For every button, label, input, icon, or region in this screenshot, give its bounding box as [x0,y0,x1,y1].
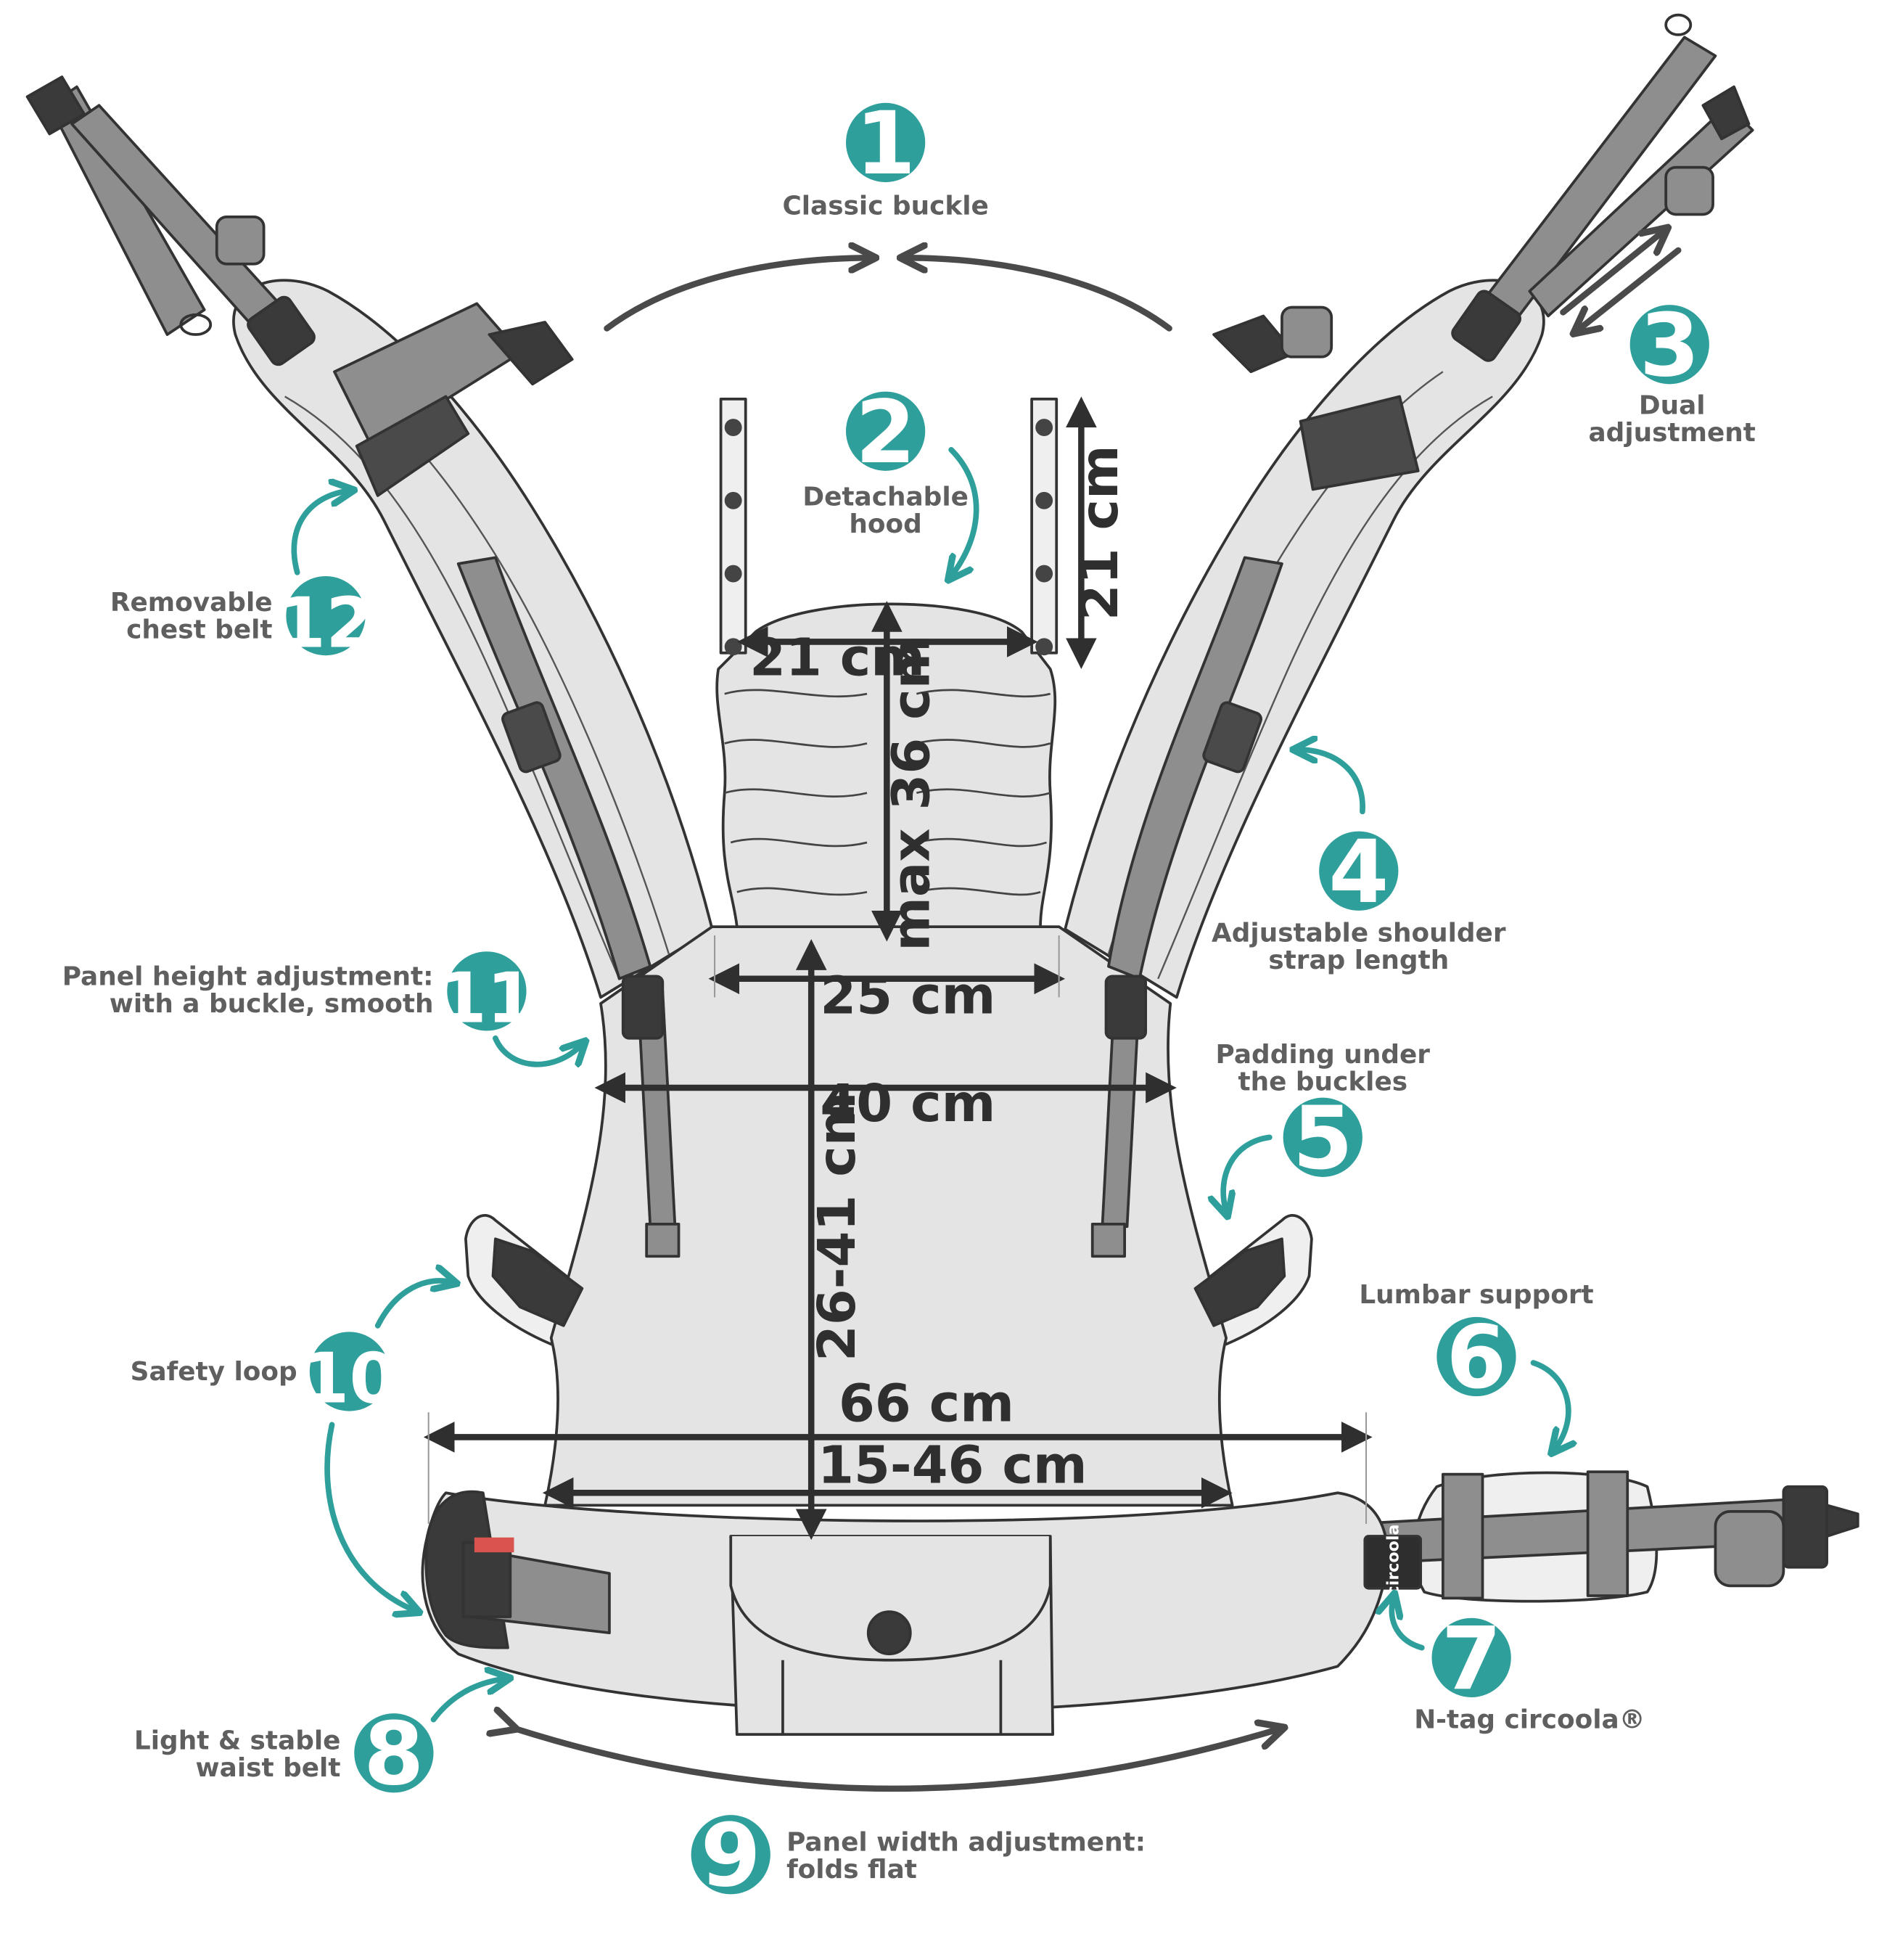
label-3-line2: adjustment [1588,418,1755,448]
arrow-2 [951,446,979,576]
hood-strap-right [1030,397,1059,655]
label-5-line1: Padding under [1216,1040,1431,1070]
label-7: N-tag circoola® [1414,1705,1645,1735]
label-12-line2: chest belt [126,615,272,644]
label-1: Classic buckle [782,191,988,221]
svg-text:8: 8 [363,1704,424,1805]
badge-12: 12 [277,575,374,663]
classic-buckle-arrow-right [903,258,1172,332]
label-9-line1: Panel width adjustment: [786,1828,1146,1858]
n-tag [1363,1535,1423,1590]
badge-9: 9 [691,1805,770,1906]
svg-text:6: 6 [1446,1308,1506,1409]
badge-3: 3 [1629,295,1709,396]
label-11-line2: with a buckle, smooth [110,989,434,1019]
svg-text:3: 3 [1640,295,1700,396]
dim-panel-max-height: max 36 cm [880,635,941,951]
dim-waist-total: 66 cm [839,1372,1014,1433]
label-8-line2: waist belt [196,1753,341,1783]
badge-5: 5 [1283,1088,1362,1189]
dimension-lines [423,396,1373,1541]
dim-hood-width: 21 cm [749,627,925,688]
panel-width-arrow [514,1729,1281,1792]
label-2-line2: hood [849,509,921,539]
arrow-12 [291,491,349,575]
arrow-10-down [324,1422,415,1610]
label-2-line1: Detachable [802,483,969,512]
badge-8: 8 [354,1704,434,1805]
classic-buckle-arrow-left [604,258,873,332]
badge-10: 10 [301,1332,398,1419]
svg-text:11: 11 [438,958,535,1039]
arrow-11 [493,1035,583,1065]
label-9-line2: folds flat [786,1855,917,1885]
arrow-8 [430,1678,506,1723]
dual-adjust-arrow-up [1560,229,1666,316]
label-4-line2: strap length [1268,946,1449,975]
svg-text:5: 5 [1293,1088,1353,1189]
dual-adjust-arrow-down [1576,247,1682,332]
badge-7: 7 [1431,1609,1511,1710]
svg-text:10: 10 [301,1338,398,1419]
svg-text:2: 2 [855,382,916,483]
label-5-line2: the buckles [1238,1067,1407,1096]
label-8-line1: Light & stable [134,1726,341,1756]
svg-text:12: 12 [277,582,374,663]
svg-text:9: 9 [701,1805,761,1906]
badge-6: 6 [1436,1308,1516,1409]
dim-panel-height: 26-41 cm [806,1092,867,1361]
dim-waist-adjust: 15-46 cm [818,1435,1087,1496]
svg-text:1: 1 [855,94,916,194]
svg-text:7: 7 [1442,1609,1502,1710]
carrier-illustration [25,13,1859,1736]
dim-hood-height: 21 cm [1069,445,1130,620]
arrow-10-up [374,1281,452,1329]
dim-panel-width: 40 cm [820,1073,995,1133]
label-4-line1: Adjustable shoulder [1212,919,1506,948]
arrow-6 [1530,1360,1569,1450]
label-11-line1: Panel height adjustment: [62,961,434,991]
svg-text:4: 4 [1328,822,1389,923]
label-12-line1: Removable [110,588,273,618]
badge-2: 2 [846,382,926,483]
arrow-7 [1392,1598,1425,1651]
label-3-line1: Dual [1639,390,1706,420]
n-tag-text: circoola [1384,1525,1402,1596]
dim-panel-top-width: 25 cm [820,965,995,1026]
badge-11: 11 [438,951,535,1039]
label-6: Lumbar support [1359,1280,1593,1310]
label-10: Safety loop [131,1357,297,1387]
arrow-4 [1298,750,1365,815]
badge-4: 4 [1319,822,1399,923]
arrow-5 [1223,1134,1273,1211]
hood-strap-left [719,397,747,655]
badge-1: 1 [846,94,926,194]
